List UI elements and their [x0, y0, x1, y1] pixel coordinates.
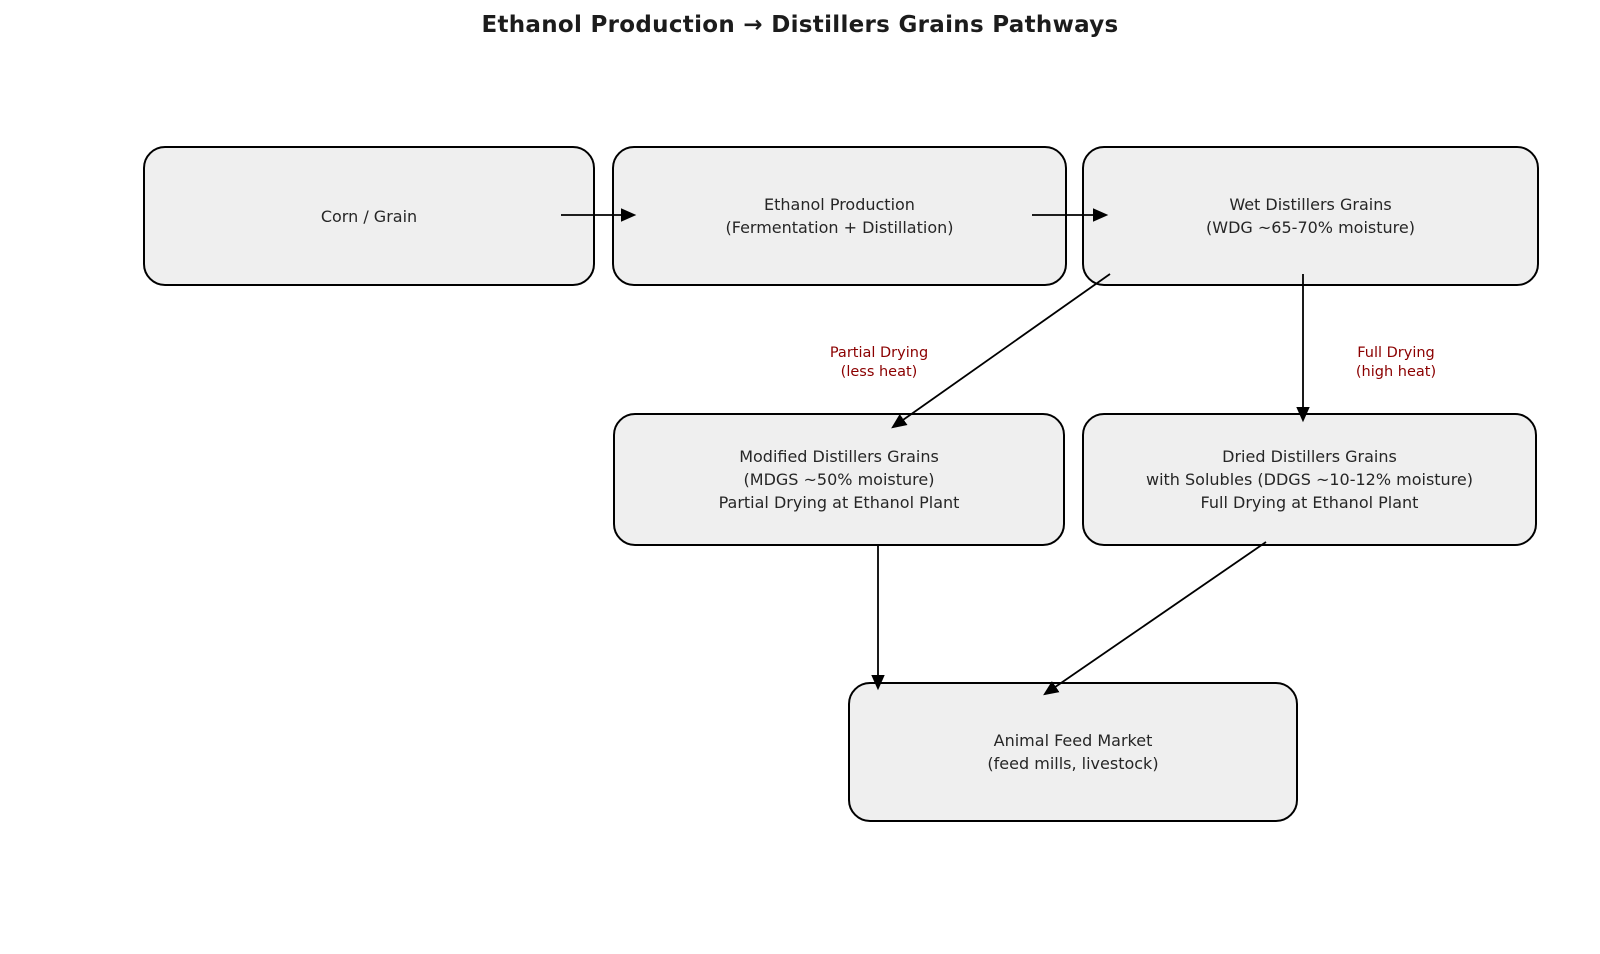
node-modified-distillers-grains-line1: Modified Distillers Grains [739, 447, 939, 466]
edge-label-full-drying: Full Drying (high heat) [1276, 344, 1516, 381]
node-ethanol-production: Ethanol Production (Fermentation + Disti… [612, 146, 1067, 286]
node-ethanol-production-line2: (Fermentation + Distillation) [725, 218, 954, 237]
node-corn-grain-label: Corn / Grain [320, 206, 418, 226]
node-modified-distillers-grains: Modified Distillers Grains (MDGS ~50% mo… [613, 413, 1065, 546]
node-wet-distillers-grains: Wet Distillers Grains (WDG ~65-70% moist… [1082, 146, 1539, 286]
arrow-ddgs-to-market [1043, 541, 1267, 696]
node-dried-distillers-grains-line1: Dried Distillers Grains [1222, 447, 1397, 466]
node-wet-distillers-grains-line2: (WDG ~65-70% moisture) [1206, 218, 1415, 237]
edge-label-partial-drying-line2: (less heat) [840, 363, 918, 380]
node-animal-feed-market-line1: Animal Feed Market [993, 731, 1153, 750]
edge-label-full-drying-line1: Full Drying [1357, 345, 1435, 361]
edge-label-partial-drying-line1: Partial Drying [829, 345, 929, 361]
node-animal-feed-market-line2: (feed mills, livestock) [987, 754, 1159, 773]
node-modified-distillers-grains-line2: (MDGS ~50% moisture) [743, 470, 935, 489]
node-ethanol-production-line1: Ethanol Production [764, 195, 915, 214]
node-corn-grain: Corn / Grain [143, 146, 595, 286]
node-dried-distillers-grains: Dried Distillers Grains with Solubles (D… [1082, 413, 1537, 546]
node-wet-distillers-grains-line1: Wet Distillers Grains [1229, 195, 1392, 214]
edge-label-partial-drying: Partial Drying (less heat) [759, 344, 999, 381]
edge-label-full-drying-line2: (high heat) [1355, 363, 1437, 380]
node-animal-feed-market: Animal Feed Market (feed mills, livestoc… [848, 682, 1298, 822]
node-dried-distillers-grains-line3: Full Drying at Ethanol Plant [1200, 493, 1419, 512]
diagram-title: Ethanol Production → Distillers Grains P… [481, 12, 1119, 38]
node-dried-distillers-grains-line2: with Solubles (DDGS ~10-12% moisture) [1145, 470, 1474, 489]
node-modified-distillers-grains-line3: Partial Drying at Ethanol Plant [718, 493, 960, 512]
